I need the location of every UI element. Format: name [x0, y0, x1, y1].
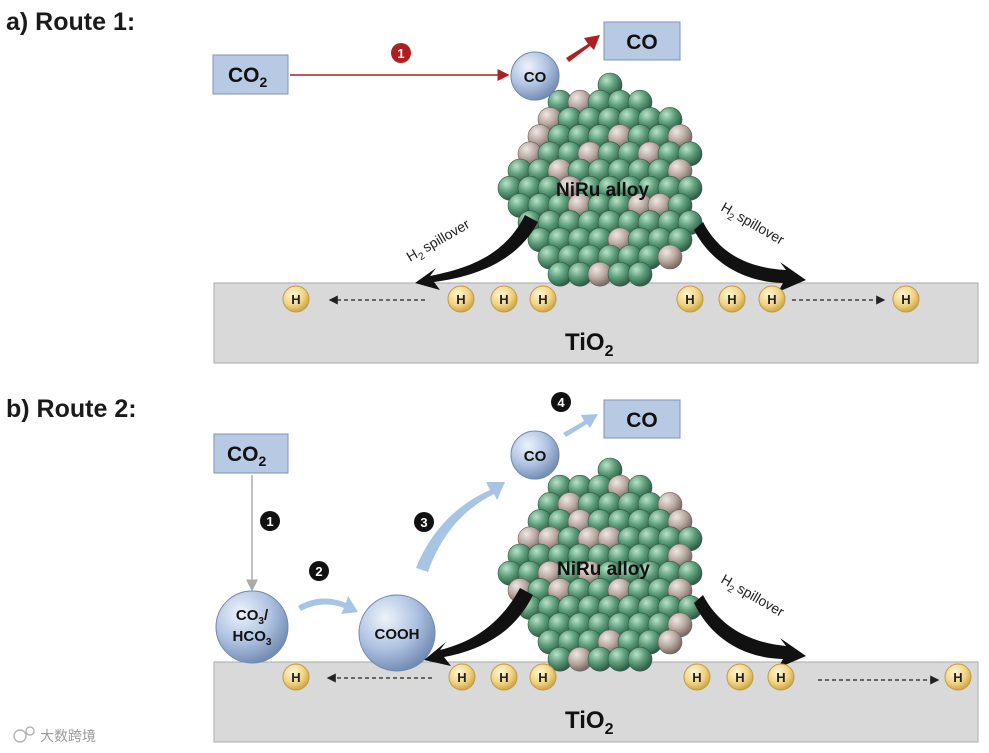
step-3-marker [414, 512, 434, 532]
h-atom-label: H [457, 670, 466, 685]
h-atom: H [529, 285, 557, 313]
step-1-marker-b [260, 511, 280, 531]
h-atom: H [718, 285, 746, 313]
h-atom-label: H [692, 670, 701, 685]
h-atom: H [282, 663, 310, 691]
h-atom-label: H [685, 292, 694, 307]
alloy-label-b: NiRu alloy [557, 559, 650, 580]
co-molecule-a [510, 51, 560, 101]
carbonate-molecule [215, 590, 289, 664]
step-3-number: 3 [420, 515, 427, 530]
step-4-number: 4 [557, 395, 565, 410]
spillover-arrow-left-a [415, 215, 538, 290]
h-atom: H [676, 285, 704, 313]
step-2-arrow [298, 596, 358, 614]
co2-box-b [213, 433, 289, 474]
h-atom: H [490, 285, 518, 313]
svg-text:H2spillover: H2spillover [404, 216, 475, 269]
h-atom-label: H [456, 292, 465, 307]
h-atom-label: H [767, 292, 776, 307]
h-atom: H [944, 663, 972, 691]
substrate-bar-a [213, 282, 979, 364]
step-1-number-a: 1 [397, 46, 404, 61]
spillover-arrow-right-a [694, 222, 806, 292]
h-atom-label: H [538, 292, 547, 307]
carbonate-label-line2: HCO3 [233, 628, 272, 648]
substrate-label-a: TiO2 [565, 329, 614, 360]
co-box-label-a: CO [626, 31, 658, 54]
spillover-label-left-a: H2spillover [404, 216, 475, 269]
watermark-logo-icon [13, 729, 27, 743]
co-molecule-label-a: CO [524, 69, 547, 86]
panel-a-heading: a) Route 1: [6, 8, 135, 36]
h-atom: H [758, 285, 786, 313]
h-atom: H [447, 285, 475, 313]
ni-atom [627, 261, 653, 287]
svg-text:H2spillover: H2spillover [717, 571, 788, 624]
h-atom: H [726, 663, 754, 691]
substrate-label-b: TiO2 [565, 707, 614, 738]
h-atom-label: H [776, 670, 785, 685]
cooh-label: COOH [375, 626, 420, 643]
h-atom-label: H [538, 670, 547, 685]
co-molecule-b [510, 430, 560, 480]
panel-b-heading: b) Route 2: [6, 395, 137, 423]
co-box-b [603, 399, 681, 439]
spillover-label-right-b: H2spillover [717, 571, 788, 624]
h-atom: H [767, 663, 795, 691]
step-4-marker [551, 392, 571, 412]
h-atom-label: H [735, 670, 744, 685]
spillover-arrow-right-b [694, 595, 806, 668]
ni-atom [627, 646, 653, 672]
step-1-number-b: 1 [266, 514, 273, 529]
ru-atom [657, 629, 683, 655]
h-atom-label: H [291, 292, 300, 307]
h-atom: H [529, 663, 557, 691]
carbonate-label-line1: CO3/ [236, 607, 269, 627]
cooh-molecule [358, 594, 436, 672]
h-atom: H [448, 663, 476, 691]
step-1-marker-a [391, 43, 411, 63]
co2-box-a [212, 54, 289, 95]
watermark: 大数跨境 [13, 726, 96, 744]
h-atom-label: H [291, 670, 300, 685]
co-molecule-label-b: CO [524, 448, 547, 465]
step-2-number: 2 [315, 564, 322, 579]
co2-label-b: CO2 [227, 443, 267, 469]
h-atom-label: H [499, 292, 508, 307]
substrate-bar-b [213, 661, 979, 743]
svg-text:H2spillover: H2spillover [717, 199, 788, 252]
niru-alloy-cluster-b [497, 457, 703, 672]
co-release-arrow-a [566, 35, 600, 62]
step-4-arrow [563, 414, 598, 437]
step-2-marker [309, 561, 329, 581]
co2-label-a: CO2 [228, 64, 268, 90]
spillover-label-right-a: H2spillover [717, 199, 788, 252]
watermark-text: 大数跨境 [40, 728, 96, 744]
h-atom: H [892, 285, 920, 313]
step-3-arrow [416, 482, 505, 572]
h-atom-label: H [953, 670, 962, 685]
co-box-label-b: CO [626, 409, 658, 432]
h-atom: H [282, 285, 310, 313]
h-atom-label: H [901, 292, 910, 307]
h-atom-label: H [499, 670, 508, 685]
alloy-label-a: NiRu alloy [556, 180, 649, 201]
h-atom: H [490, 663, 518, 691]
co-box-a [603, 21, 681, 61]
spillover-arrow-left-b [424, 588, 533, 666]
h-atom-label: H [727, 292, 736, 307]
ru-atom [657, 244, 683, 270]
h-atom: H [683, 663, 711, 691]
